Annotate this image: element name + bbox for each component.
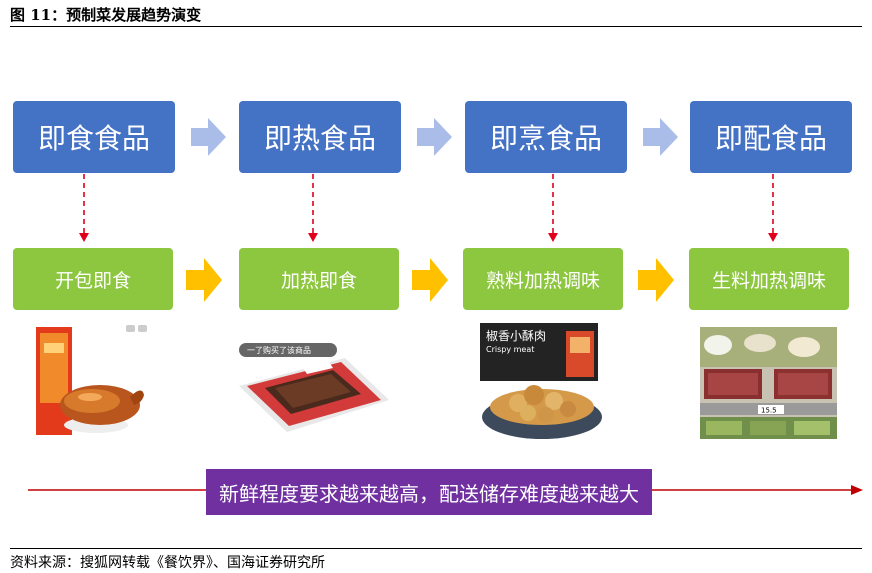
dashed-arrowhead-1	[79, 233, 89, 242]
gray-right-arrow-3	[643, 118, 678, 156]
stage-box-ready-to-heat: 即热食品	[239, 101, 401, 173]
vacuum-tray-meat-photo: 一了购买了该商品	[233, 328, 395, 438]
yellow-right-arrow-2	[412, 258, 448, 302]
roast-duck-package-photo	[30, 323, 155, 443]
bottom-rule	[10, 548, 862, 549]
trend-banner: 新鲜程度要求越来越高，配送储存难度越来越大	[206, 469, 652, 515]
dashed-arrowhead-4	[768, 233, 778, 242]
gray-right-arrow-1	[191, 118, 226, 156]
stage-box-ready-to-match: 即配食品	[690, 101, 852, 173]
trend-arrowhead	[851, 485, 863, 495]
dashed-arrowhead-2	[308, 233, 318, 242]
gray-right-arrow-2	[417, 118, 452, 156]
source-note: 资料来源：搜狐网转载《餐饮界》、国海证券研究所	[10, 555, 325, 571]
stage-box-ready-to-eat: 即食食品	[13, 101, 175, 173]
dashed-arrowhead-3	[548, 233, 558, 242]
snack-name: 椒香小酥肉	[486, 329, 546, 343]
figure-title: 图 11：预制菜发展趋势演变	[10, 6, 202, 24]
price-tag: 15.5	[761, 407, 777, 415]
stage-box-ready-to-cook: 即烹食品	[465, 101, 627, 173]
yellow-right-arrow-3	[638, 258, 674, 302]
crispy-meat-bowl-photo: 椒香小酥肉 Crispy meat	[476, 323, 607, 443]
detail-box-open-and-eat: 开包即食	[13, 248, 173, 310]
detail-box-raw-heat-season: 生料加热调味	[689, 248, 849, 310]
top-rule	[10, 26, 862, 27]
fresh-meat-counter-photo: 15.5	[700, 327, 837, 439]
detail-box-cooked-heat-season: 熟料加热调味	[463, 248, 623, 310]
snack-name-en: Crispy meat	[486, 345, 534, 354]
tray-caption: 一了购买了该商品	[247, 345, 311, 355]
detail-box-heat-and-eat: 加热即食	[239, 248, 399, 310]
yellow-right-arrow-1	[186, 258, 222, 302]
